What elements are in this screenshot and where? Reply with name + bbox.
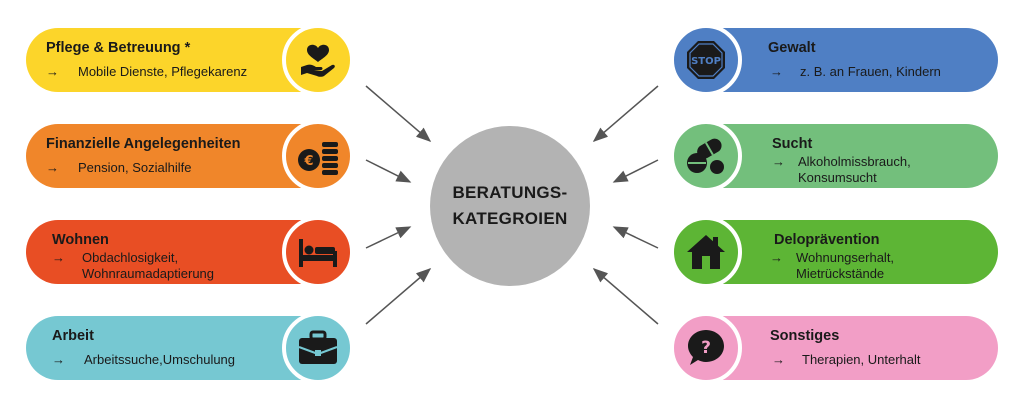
category-detail: Konsumsucht bbox=[798, 170, 877, 185]
category-finanzielle: Finanzielle Angelegenheiten → Pension, S… bbox=[26, 120, 354, 192]
briefcase-icon bbox=[282, 312, 354, 384]
category-title: Arbeit bbox=[52, 328, 94, 344]
question-mark-text: ? bbox=[701, 338, 711, 358]
arrow-finanzielle bbox=[365, 159, 412, 183]
category-sonstiges: Sonstiges → Therapien, Unterhalt ? bbox=[670, 312, 998, 384]
question-bubble-icon: ? bbox=[670, 312, 742, 384]
category-detail: Therapien, Unterhalt bbox=[802, 352, 921, 367]
hand-heart-icon bbox=[282, 24, 354, 96]
category-detail: Alkoholmissbrauch, bbox=[798, 154, 911, 169]
arrow-arbeit bbox=[365, 268, 432, 325]
bullet-arrow: → bbox=[52, 250, 65, 265]
arrow-pflege bbox=[365, 85, 432, 142]
arrow-wohnen bbox=[365, 226, 412, 249]
arrow-gewalt bbox=[592, 85, 659, 142]
category-delopraevention: Deloprävention → Wohnungserhalt, Mietrüc… bbox=[670, 216, 998, 288]
category-detail: Wohnraumadaptierung bbox=[82, 266, 215, 281]
bullet-arrow: → bbox=[52, 352, 65, 367]
svg-text:€: € bbox=[303, 154, 313, 169]
coins-euro-icon: € bbox=[282, 120, 354, 192]
arrow-sonstiges bbox=[592, 268, 659, 325]
category-pflege: Pflege & Betreuung * → Mobile Dienste, P… bbox=[26, 24, 354, 96]
category-title: Sucht bbox=[772, 136, 813, 152]
category-detail: Obdachlosigkeit, bbox=[82, 250, 179, 265]
center-circle: BERATUNGS- KATEGROIEN bbox=[430, 126, 590, 286]
bed-icon bbox=[282, 216, 354, 288]
category-wohnen: Wohnen → Obdachlosigkeit, Wohnraumadapti… bbox=[26, 216, 354, 288]
category-gewalt: Gewalt → z. B. an Frauen, Kindern STOP bbox=[670, 24, 998, 96]
bullet-arrow: → bbox=[772, 352, 785, 367]
bullet-arrow: → bbox=[772, 154, 785, 169]
category-detail: Arbeitssuche,Umschulung bbox=[84, 352, 236, 367]
stop-sign-icon: STOP bbox=[670, 24, 742, 96]
pills-icon bbox=[670, 120, 742, 192]
category-sucht: Sucht → Alkoholmissbrauch, Konsumsucht bbox=[670, 120, 998, 192]
category-detail: Mobile Dienste, Pflegekarenz bbox=[78, 64, 248, 79]
center-title-line2: KATEGROIEN bbox=[452, 209, 568, 228]
category-title: Gewalt bbox=[768, 40, 816, 56]
category-arbeit: Arbeit → Arbeitssuche,Umschulung bbox=[26, 312, 354, 384]
stop-sign-text: STOP bbox=[691, 56, 721, 67]
category-title: Finanzielle Angelegenheiten bbox=[46, 136, 241, 152]
category-title: Wohnen bbox=[52, 232, 109, 248]
center-title-line1: BERATUNGS- bbox=[452, 183, 568, 202]
bullet-arrow: → bbox=[770, 64, 783, 79]
category-detail: Wohnungserhalt, bbox=[796, 250, 895, 265]
category-detail: Pension, Sozialhilfe bbox=[78, 160, 192, 175]
bullet-arrow: → bbox=[46, 160, 59, 175]
bullet-arrow: → bbox=[46, 64, 59, 79]
arrow-sucht bbox=[612, 159, 659, 183]
category-title: Pflege & Betreuung * bbox=[46, 40, 191, 56]
category-title: Deloprävention bbox=[774, 232, 880, 248]
category-title: Sonstiges bbox=[770, 328, 840, 344]
arrow-delopraevention bbox=[612, 226, 659, 249]
house-icon bbox=[670, 216, 742, 288]
category-detail: Mietrückstände bbox=[796, 266, 885, 281]
category-detail: z. B. an Frauen, Kindern bbox=[800, 64, 941, 79]
bullet-arrow: → bbox=[770, 250, 783, 265]
